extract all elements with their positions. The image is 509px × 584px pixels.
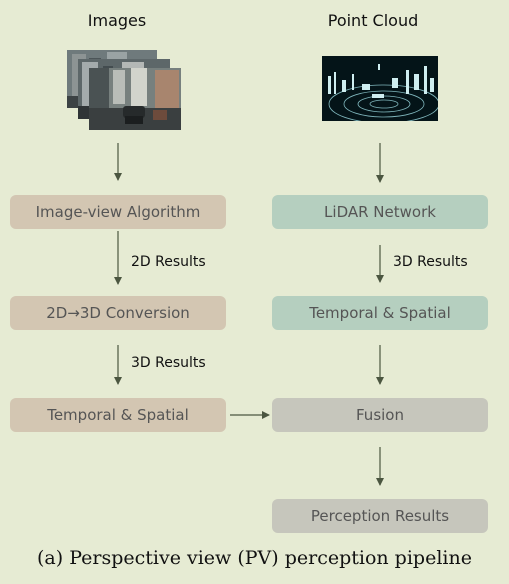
- temporal-spatial-right-node: Temporal & Spatial: [272, 296, 488, 330]
- images-title: Images: [87, 11, 147, 30]
- temporal-spatial-left-node: Temporal & Spatial: [10, 398, 226, 432]
- point-cloud-image: [322, 56, 440, 124]
- perception-results-node: Perception Results: [272, 499, 488, 533]
- lidar-network-node: LiDAR Network: [272, 195, 488, 229]
- edge-label-2d-results: 2D Results: [131, 254, 206, 270]
- image-view-algorithm-node: Image-view Algorithm: [10, 195, 226, 229]
- camera-images-stack: [67, 48, 181, 132]
- edge-label-3d-results-right: 3D Results: [393, 254, 468, 270]
- edge-label-3d-results-left: 3D Results: [131, 355, 206, 371]
- figure-caption: (a) Perspective view (PV) perception pip…: [37, 547, 472, 569]
- fusion-node: Fusion: [272, 398, 488, 432]
- conversion-2d-3d-node: 2D→3D Conversion: [10, 296, 226, 330]
- point-cloud-title: Point Cloud: [327, 11, 419, 30]
- camera-images-icon: [67, 50, 181, 130]
